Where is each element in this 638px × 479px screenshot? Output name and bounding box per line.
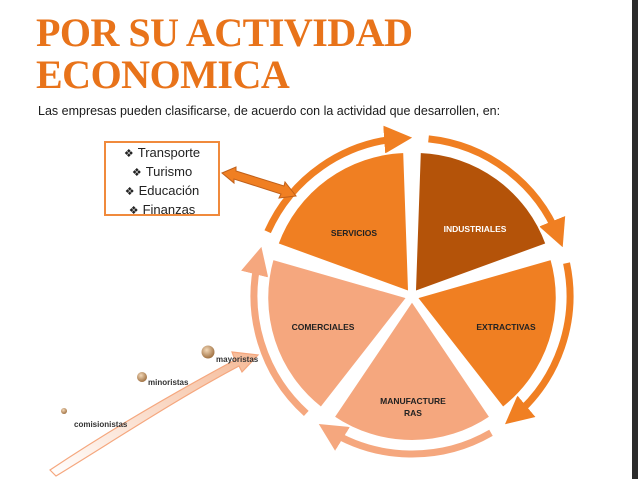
segment-comerciales — [266, 257, 409, 410]
services-examples-box: ❖Transporte ❖Turismo ❖Educación ❖Finanza… — [104, 141, 220, 217]
segment-extractivas — [415, 257, 558, 410]
cycle-segments — [266, 151, 558, 442]
segment-label-extractivas: EXTRACTIVAS — [476, 322, 536, 332]
step-label-minoristas: minoristas — [148, 378, 189, 387]
segment-industriales — [413, 151, 548, 294]
diamond-bullet-icon: ❖ — [131, 167, 142, 179]
cycle-arrow-extractivas — [504, 262, 574, 425]
diamond-bullet-icon: ❖ — [123, 148, 134, 160]
slide-title: POR SU ACTIVIDAD ECONOMICA — [36, 10, 413, 97]
cycle-arrow-industriales — [428, 135, 566, 248]
step-dot-minoristas — [137, 372, 147, 382]
cycle-arrow-comerciales — [241, 246, 309, 417]
segment-manufactureras — [332, 299, 492, 442]
step-label-comisionistas: comisionistas — [74, 420, 128, 429]
cycle-arrows — [241, 125, 574, 458]
step-label-mayoristas: mayoristas — [216, 355, 259, 364]
callout-item: ❖Educación — [124, 183, 200, 198]
segment-label-servicios: SERVICIOS — [331, 228, 377, 238]
segment-label-comerciales: COMERCIALES — [292, 322, 355, 332]
cycle-arrow-servicios — [264, 125, 413, 234]
cycle-arrow-manufactureras — [318, 424, 493, 458]
diamond-bullet-icon: ❖ — [128, 205, 139, 217]
segment-servicios — [276, 151, 411, 294]
step-dot-mayoristas — [201, 345, 215, 359]
step-dot-comisionistas — [61, 408, 67, 414]
right-edge-bar — [632, 0, 638, 479]
growth-curve — [49, 351, 260, 477]
callout-item: ❖Finanzas — [128, 202, 196, 217]
segment-label-industriales: INDUSTRIALES — [444, 224, 507, 234]
slide-subtitle: Las empresas pueden clasificarse, de acu… — [38, 104, 501, 118]
callout-item: ❖Transporte — [123, 145, 201, 160]
callout-item: ❖Turismo — [131, 164, 193, 179]
diamond-bullet-icon: ❖ — [124, 186, 135, 198]
link-double-arrow — [221, 166, 297, 199]
